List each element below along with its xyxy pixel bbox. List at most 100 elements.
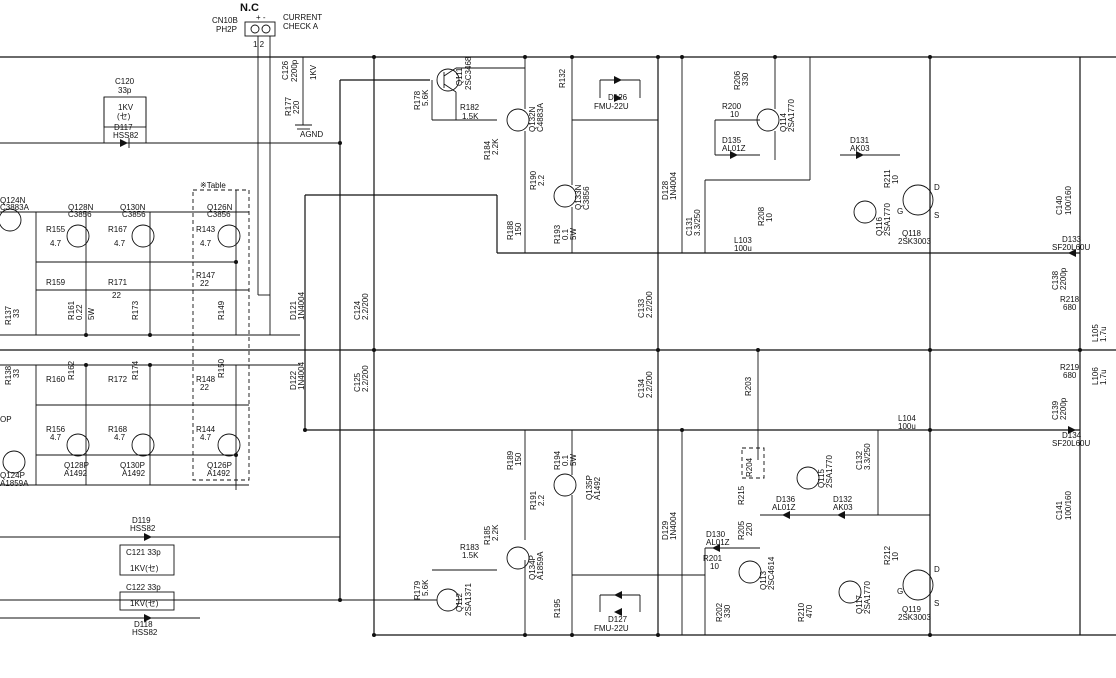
c120-type: (セ) [117, 112, 131, 121]
d136-label: D136 [776, 495, 796, 504]
r143-value: 4.7 [200, 239, 212, 248]
r205-value: 220 [745, 522, 754, 536]
c121-kv: 1KV(セ) [130, 564, 159, 573]
r185-label: R185 [483, 525, 492, 545]
d130-label: D130 [706, 530, 726, 539]
q119-mosfet [902, 569, 934, 601]
r161-value: 0.22 [75, 304, 84, 320]
d127-label: D127 [608, 615, 628, 624]
d128-label: D128 [661, 180, 670, 200]
c131-value: 3.3/250 [693, 209, 702, 236]
c141-value: 100/160 [1064, 491, 1073, 520]
r202-value: 330 [723, 604, 732, 618]
r200-label: R200 [722, 102, 742, 111]
r155-value: 4.7 [50, 239, 62, 248]
r201-value: 10 [710, 562, 719, 571]
q118-pin-s: S [934, 211, 939, 220]
c120-capacitor [0, 96, 340, 148]
r188-label: R188 [506, 220, 515, 240]
r143-label: R143 [196, 225, 216, 234]
r210-value: 470 [805, 604, 814, 618]
r194-value: 0.1 [561, 454, 570, 466]
q115-type: 2SA1770 [825, 455, 834, 488]
d130-type: AL01Z [706, 538, 730, 547]
q113-label: Q113 [759, 570, 768, 590]
q116-type: 2SA1770 [883, 203, 892, 236]
q134-label: Q134P [528, 555, 537, 580]
r137-label: R137 [4, 305, 13, 325]
r144-value: 4.7 [200, 433, 212, 442]
r148-value: 22 [200, 383, 209, 392]
c126-value: 2200p [290, 59, 299, 82]
q116-label: Q116 [875, 216, 884, 236]
q128n-type: C3856 [68, 210, 92, 219]
l105-label: L105 [1091, 324, 1100, 342]
r182-label: R182 [460, 103, 480, 112]
d131-type: AK03 [850, 144, 870, 153]
r161-watt: 5W [87, 308, 96, 320]
r138-label: R138 [4, 365, 13, 385]
current-check-connector [244, 21, 276, 335]
r172-label: R172 [108, 375, 128, 384]
r156-label: R156 [46, 425, 66, 434]
q111-type: 2SC3468 [464, 56, 473, 90]
q119-pin-d: D [934, 565, 940, 574]
d126-type: FMU-22U [594, 102, 629, 111]
q126p-type: A1492 [207, 469, 231, 478]
q118-mosfet [902, 57, 934, 216]
d135-type: AL01Z [722, 144, 746, 153]
q115-transistor [796, 466, 820, 490]
r203-label: R203 [744, 376, 753, 396]
r219-value: 680 [1063, 371, 1077, 380]
r183-label: R183 [460, 543, 480, 552]
d135-label: D135 [722, 136, 742, 145]
d134-type: SF20L60U [1052, 439, 1090, 448]
l104-label: L104 [898, 414, 916, 423]
c131-label: C131 [685, 216, 694, 236]
d133-label: D133 [1062, 235, 1082, 244]
d132-label: D132 [833, 495, 853, 504]
q112-label: Q112 [455, 592, 464, 612]
r179-label: R179 [413, 580, 422, 600]
r155-label: R155 [46, 225, 66, 234]
c126-label: C126 [281, 60, 290, 80]
r156-value: 4.7 [50, 433, 62, 442]
q130n-label: Q130N [120, 203, 146, 212]
table-label: ※Table [200, 181, 226, 190]
l104-value: 100u [898, 422, 916, 431]
r149-label: R149 [217, 300, 226, 320]
q114-label: Q114 [779, 112, 788, 132]
q118-label: Q118 [902, 229, 922, 238]
d118-label: D118 [134, 620, 153, 629]
r161-label: R161 [67, 300, 76, 320]
upper-driver-rails [0, 190, 300, 336]
q135-type: A1492 [593, 476, 602, 500]
d126-label: D126 [608, 93, 628, 102]
r167-label: R167 [108, 225, 128, 234]
r205-label: R205 [737, 520, 746, 540]
c133-value: 2.2/200 [645, 291, 654, 318]
d127-type: FMU-22U [594, 624, 629, 633]
r193-label: R193 [553, 224, 562, 244]
q135-transistor [553, 473, 577, 497]
c138-value: 2200p [1059, 267, 1068, 290]
q132-label: Q132N [528, 106, 537, 132]
l106-label: L106 [1091, 367, 1100, 385]
r200-value: 10 [730, 110, 739, 119]
c139-value: 2200p [1059, 397, 1068, 420]
q118-pin-d: D [934, 183, 940, 192]
q126p-label: Q126P [207, 461, 232, 470]
r179-value: 5.6K [421, 579, 430, 596]
q118-pin-g: G [897, 207, 903, 216]
bottom-left-feedback [0, 533, 340, 622]
q114-type: 2SA1770 [787, 99, 796, 132]
r218-label: R218 [1060, 295, 1080, 304]
r208-value: 10 [765, 213, 774, 222]
d121-label: D121 [289, 300, 298, 320]
agnd-label: AGND [300, 130, 323, 139]
r147-value: 22 [200, 279, 209, 288]
r168-value: 4.7 [114, 433, 126, 442]
c122-label: C122 33p [126, 583, 161, 592]
r193-value: 0.1 [561, 228, 570, 240]
r144-label: R144 [196, 425, 216, 434]
